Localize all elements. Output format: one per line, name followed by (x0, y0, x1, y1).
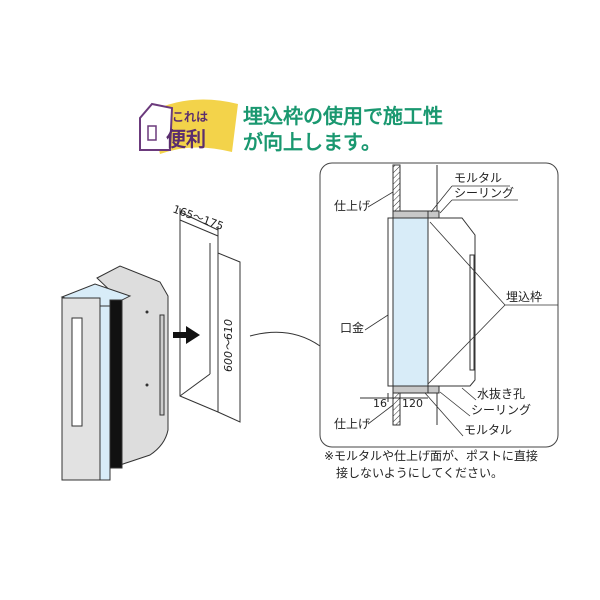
embed-frame-illustration (179, 208, 241, 423)
label-faceplate: 口金 (340, 320, 364, 335)
label-finish-top: 仕上げ (334, 199, 370, 213)
height-dimension: 600〜610 (222, 319, 235, 372)
callout-connector (249, 331, 321, 347)
section-drawing (360, 164, 476, 426)
dimension-16: 16 (373, 397, 387, 410)
dimension-120: 120 (402, 397, 423, 410)
headline-line-1: 埋込枠の使用で施工性 (243, 104, 443, 128)
badge-text-2: 便利 (166, 127, 206, 151)
leader-lines (364, 185, 558, 437)
label-sealing-bottom: シーリング (471, 403, 531, 417)
convenience-badge: これは 便利 (139, 99, 238, 154)
label-mortar-bottom: モルタル (464, 423, 512, 437)
label-drain-hole: 水抜き孔 (477, 387, 525, 401)
label-finish-bottom: 仕上げ (334, 417, 370, 431)
note-line-2: 接しないようにしてください。 (336, 465, 503, 480)
mailbox-illustration (60, 265, 169, 481)
label-sealing-top: シーリング (454, 186, 514, 200)
width-dimension: 165〜175 (171, 203, 225, 233)
badge-text-1: これは (172, 110, 208, 124)
note-line-1: ※モルタルや仕上げ面が、ポストに直接 (324, 448, 538, 463)
arrow-right-icon (173, 326, 200, 344)
post-icon (147, 125, 157, 141)
label-embed-frame: 埋込枠 (506, 290, 542, 304)
headline-line-2: が向上します。 (243, 130, 381, 154)
label-mortar-top: モルタル (454, 171, 502, 185)
